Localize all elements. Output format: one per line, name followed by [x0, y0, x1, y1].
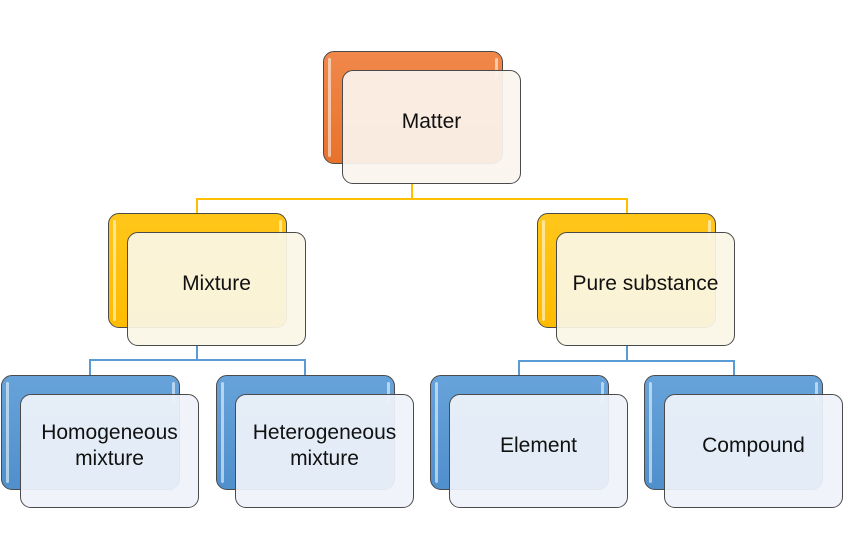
- connector-heterogeneous-drop: [304, 359, 306, 377]
- connector-pure-bar: [518, 360, 735, 362]
- node-pure-substance: Pure substance: [556, 232, 735, 346]
- node-matter: Matter: [342, 70, 521, 184]
- connector-level2-bar: [197, 198, 628, 200]
- connector-element-drop: [518, 360, 520, 377]
- node-element: Element: [449, 394, 628, 508]
- connector-matter-stem: [411, 183, 413, 200]
- node-pure-substance-label: Pure substance: [572, 272, 719, 295]
- node-homogeneous-mixture: Homogeneous mixture: [20, 394, 199, 508]
- connector-mixture-bar: [89, 359, 306, 361]
- connector-homogeneous-drop: [89, 359, 91, 377]
- node-matter-label: Matter: [401, 110, 462, 133]
- connector-mixture-stem: [196, 345, 198, 361]
- node-mixture: Mixture: [127, 232, 306, 346]
- connector-mixture-drop: [196, 198, 198, 215]
- node-element-label: Element: [499, 434, 578, 457]
- connector-pure-stem: [626, 345, 628, 361]
- node-compound: Compound: [664, 394, 843, 508]
- node-mixture-label: Mixture: [182, 272, 251, 295]
- node-compound-label: Compound: [702, 434, 805, 457]
- connector-pure-drop: [626, 198, 628, 215]
- node-heterogeneous-label: Heterogeneous mixture: [252, 421, 397, 470]
- node-homogeneous-label: Homogeneous mixture: [41, 421, 178, 470]
- node-heterogeneous-mixture: Heterogeneous mixture: [235, 394, 414, 508]
- connector-compound-drop: [733, 360, 735, 377]
